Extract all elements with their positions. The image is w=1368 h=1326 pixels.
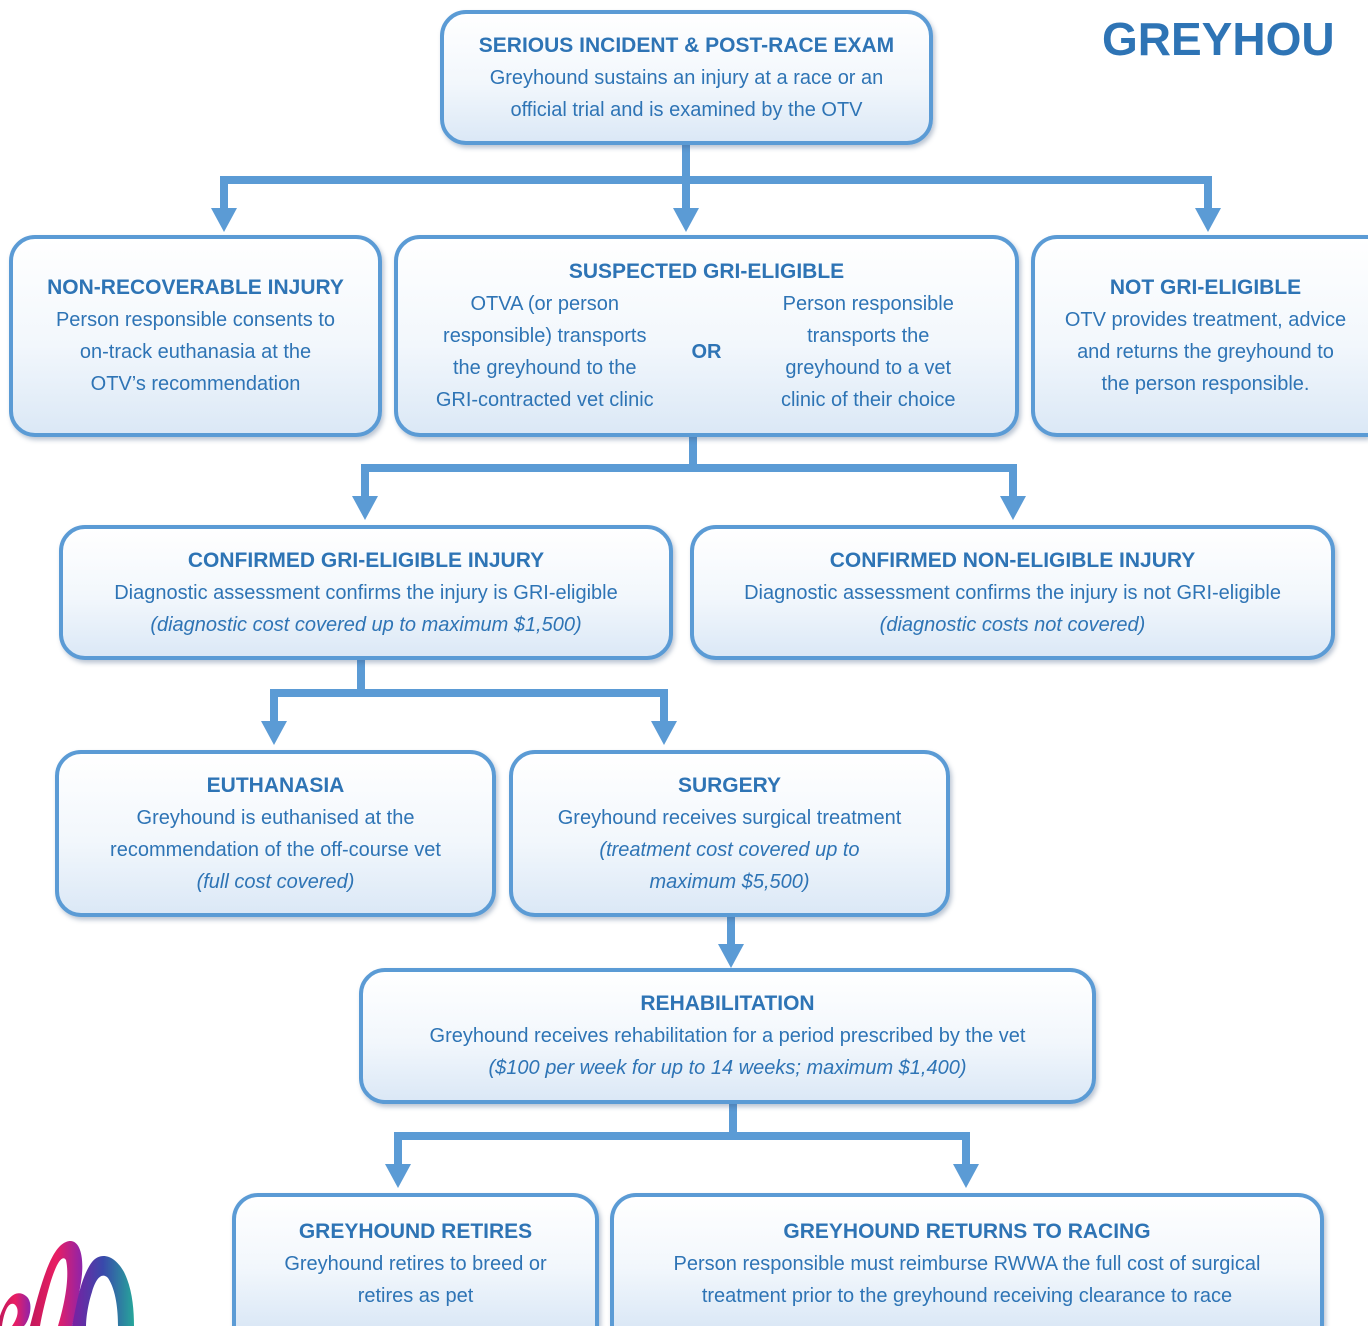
confirmed-gri-eligible-box: CONFIRMED GRI-ELIGIBLE INJURY Diagnostic… [59, 525, 673, 660]
suspected-gri-eligible-box: SUSPECTED GRI-ELIGIBLE OTVA (or person r… [394, 235, 1019, 437]
suspected-options: OTVA (or person responsible) transports … [418, 288, 995, 416]
serious-incident-line: Greyhound sustains an injury at a race o… [489, 66, 884, 89]
surgery-box: SURGERY Greyhound receives surgical trea… [509, 750, 950, 917]
non-recoverable-line: Person responsible consents to [55, 309, 336, 331]
arrowhead [718, 944, 744, 968]
arrowhead [673, 208, 699, 232]
suspected-left-line: OTVA (or person [470, 293, 620, 315]
suspected-left-line: the greyhound to the [453, 357, 637, 379]
arrowhead [1195, 208, 1221, 232]
confirmed-eligible-title: CONFIRMED GRI-ELIGIBLE INJURY [187, 548, 545, 572]
rehabilitation-line: Greyhound receives rehabilitation for a … [429, 1025, 1026, 1047]
euthanasia-line: Greyhound is euthanised at the [136, 806, 415, 829]
arrowhead [1000, 496, 1026, 520]
confirmed-eligible-note: (diagnostic cost covered up to maximum $… [150, 613, 582, 636]
returns-title: GREYHOUND RETURNS TO RACING [783, 1219, 1151, 1243]
greyhound-retires-box: GREYHOUND RETIRES Greyhound retires to b… [232, 1193, 599, 1326]
suspected-left-line: responsible) transports [443, 325, 647, 347]
not-gri-eligible-box: NOT GRI-ELIGIBLE OTV provides treatment,… [1031, 235, 1368, 437]
rehabilitation-note: ($100 per week for up to 14 weeks; maxim… [488, 1057, 967, 1079]
returns-line: treatment prior to the greyhound receivi… [701, 1284, 1233, 1307]
arrowhead [261, 721, 287, 745]
suspected-right-line: Person responsible [782, 293, 954, 315]
serious-incident-box: SERIOUS INCIDENT & POST-RACE EXAM Greyho… [440, 10, 933, 145]
confirmed-non-eligible-title: CONFIRMED NON-ELIGIBLE INJURY [829, 548, 1196, 572]
retires-title: GREYHOUND RETIRES [298, 1219, 533, 1243]
confirmed-non-eligible-note: (diagnostic costs not covered) [879, 613, 1146, 636]
not-eligible-line: and returns the greyhound to [1077, 341, 1334, 363]
suspected-right-line: greyhound to a vet [785, 357, 952, 379]
serious-incident-line: official trial and is examined by the OT… [510, 98, 863, 121]
suspected-title: SUSPECTED GRI-ELIGIBLE [568, 260, 845, 283]
or-label: OR [691, 340, 722, 363]
surgery-note: maximum $5,500) [649, 870, 810, 893]
suspected-option-otva: OTVA (or person responsible) transports … [418, 288, 672, 416]
not-eligible-title: NOT GRI-ELIGIBLE [1109, 276, 1302, 299]
non-recoverable-line: on-track euthanasia at the [79, 341, 312, 363]
euthanasia-line: recommendation of the off-course vet [110, 838, 441, 861]
rehabilitation-box: REHABILITATION Greyhound receives rehabi… [359, 968, 1096, 1104]
non-recoverable-title: NON-RECOVERABLE INJURY [47, 276, 344, 299]
retires-line: retires as pet [357, 1284, 474, 1307]
arrowhead [211, 208, 237, 232]
suspected-right-line: transports the [807, 325, 930, 347]
not-eligible-line: OTV provides treatment, advice [1064, 309, 1347, 331]
ribbon-logo [0, 1241, 134, 1326]
confirmed-non-eligible-line: Diagnostic assessment confirms the injur… [744, 581, 1281, 604]
suspected-left-line: GRI-contracted vet clinic [435, 389, 654, 411]
euthanasia-note: (full cost covered) [196, 870, 355, 893]
page-heading: GREYHOU [1102, 13, 1335, 65]
surgery-line: Greyhound receives surgical treatment [557, 806, 902, 829]
surgery-note: (treatment cost covered up to [599, 838, 860, 861]
euthanasia-title: EUTHANASIA [206, 773, 345, 797]
retires-line: Greyhound retires to breed or [284, 1252, 547, 1275]
confirmed-non-eligible-box: CONFIRMED NON-ELIGIBLE INJURY Diagnostic… [690, 525, 1335, 660]
arrowhead [385, 1164, 411, 1188]
suspected-option-own-vet: Person responsible transports the greyho… [742, 288, 996, 416]
returns-line: Person responsible must reimburse RWWA t… [673, 1252, 1261, 1275]
arrowhead [352, 496, 378, 520]
confirmed-eligible-line: Diagnostic assessment confirms the injur… [114, 581, 618, 604]
not-eligible-line: the person responsible. [1101, 373, 1310, 395]
arrowhead [651, 721, 677, 745]
serious-incident-title: SERIOUS INCIDENT & POST-RACE EXAM [478, 33, 895, 57]
surgery-title: SURGERY [677, 773, 782, 797]
non-recoverable-injury-box: NON-RECOVERABLE INJURY Person responsibl… [9, 235, 382, 437]
suspected-right-line: clinic of their choice [780, 389, 956, 411]
greyhound-returns-box: GREYHOUND RETURNS TO RACING Person respo… [610, 1193, 1324, 1326]
euthanasia-box: EUTHANASIA Greyhound is euthanised at th… [55, 750, 496, 917]
non-recoverable-line: OTV’s recommendation [90, 373, 301, 395]
rehabilitation-title: REHABILITATION [640, 992, 815, 1015]
arrowhead [953, 1164, 979, 1188]
